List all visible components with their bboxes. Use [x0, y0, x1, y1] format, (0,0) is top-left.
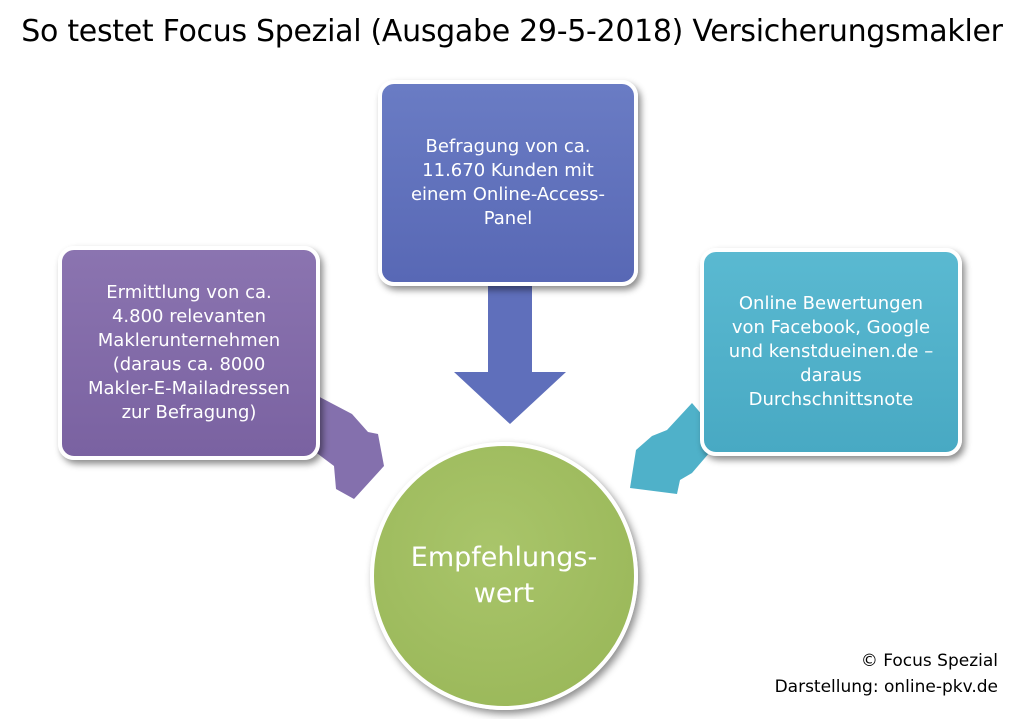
diagram-title: So testet Focus Spezial (Ausgabe 29-5-20… — [21, 14, 1003, 49]
circle-line: Empfehlungs- — [410, 542, 598, 573]
box-right-line: von Facebook, Google — [731, 317, 931, 338]
box-left-line: Ermittlung von ca. — [106, 282, 272, 303]
box-right-line: Online Bewertungen — [738, 293, 924, 314]
box-left-line: Maklerunternehmen — [97, 330, 281, 351]
box-top-line: 11.670 Kunden mit — [422, 160, 594, 181]
arrow-from-right — [630, 403, 722, 494]
box-online-reviews: Online Bewertungen von Facebook, Google … — [700, 248, 962, 456]
box-left-line: 4.800 relevanten — [111, 306, 267, 327]
recommendation-value-circle: Empfehlungs- wert — [370, 442, 638, 710]
box-left-line: Makler-E-Mailadressen — [87, 378, 290, 399]
credit-block: © Focus Spezial Darstellung: online-pkv.… — [775, 648, 998, 700]
box-right-line: daraus — [800, 365, 862, 386]
box-right-line: und kenstdueinen.de – — [728, 341, 934, 362]
box-left-line: (daraus ca. 8000 — [112, 354, 266, 375]
arrow-from-left — [302, 393, 384, 499]
copyright-text: © Focus Spezial — [860, 651, 998, 671]
source-text: Darstellung: online-pkv.de — [774, 677, 998, 697]
box-customer-survey: Befragung von ca. 11.670 Kunden mit eine… — [378, 80, 638, 286]
box-top-line: Panel — [483, 208, 533, 229]
circle-line: wert — [473, 578, 535, 609]
box-top-line: einem Online-Access- — [410, 184, 606, 205]
box-broker-research: Ermittlung von ca. 4.800 relevanten Makl… — [58, 246, 320, 460]
box-right-line: Durchschnittsnote — [748, 389, 914, 410]
arrow-from-top — [454, 286, 566, 424]
box-top-line: Befragung von ca. — [425, 136, 591, 157]
box-left-line: zur Befragung) — [121, 402, 257, 423]
